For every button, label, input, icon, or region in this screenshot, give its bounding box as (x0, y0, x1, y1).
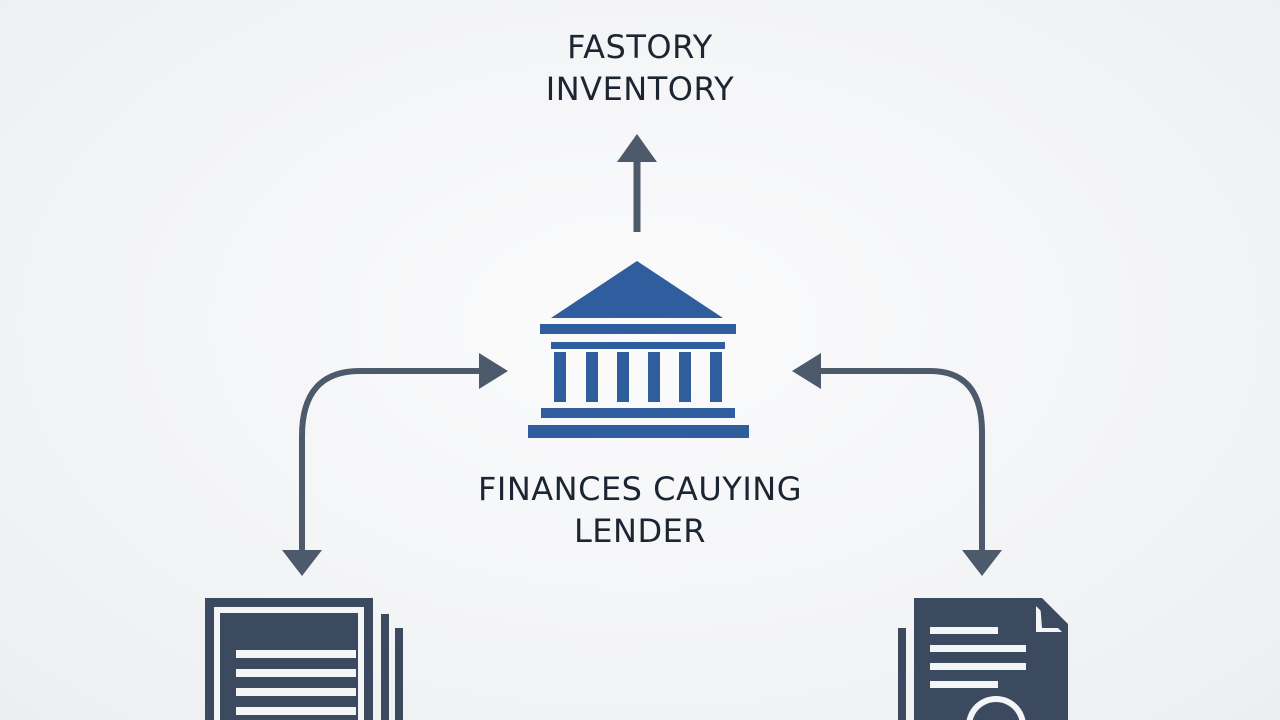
bank-building-icon (528, 261, 749, 438)
documents-stack-icon (205, 598, 403, 720)
inventory-label: FASTORY INVENTORY (0, 26, 1280, 110)
arrow-up-to-inventory (617, 134, 657, 232)
arrow-left-bidirectional (282, 353, 508, 576)
arrow-right-bidirectional (792, 353, 1002, 576)
lender-label: FINANCES CAUYING LENDER (0, 468, 1280, 552)
lender-label-line2: LENDER (573, 512, 707, 550)
inventory-label-line2: INVENTORY (545, 70, 735, 108)
inventory-label-line1: FASTORY (567, 28, 713, 66)
document-search-icon (898, 598, 1068, 720)
lender-label-line1: FINANCES CAUYING (477, 470, 803, 508)
